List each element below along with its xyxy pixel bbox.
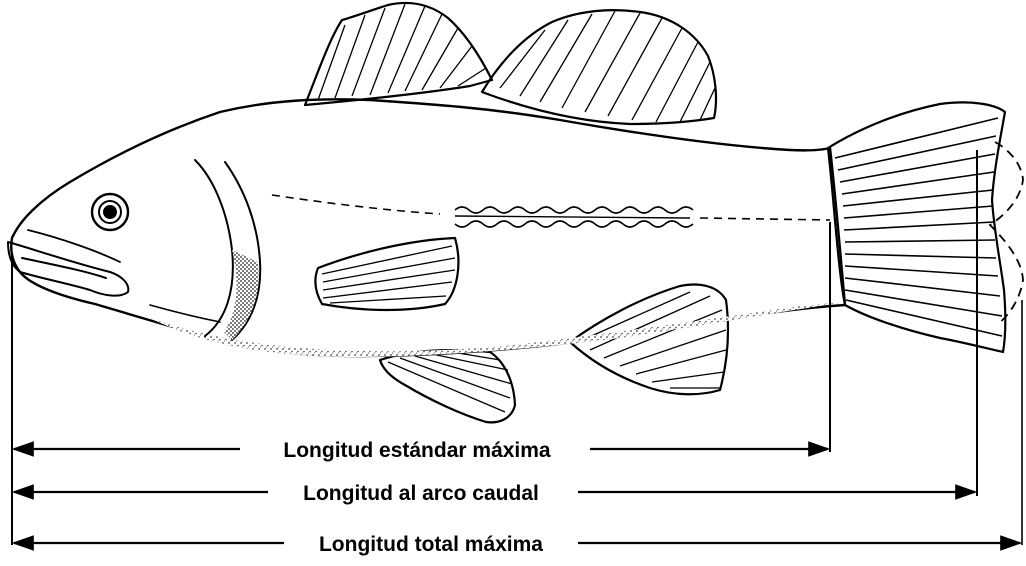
total-length-measure: Longitud total máxima (14, 533, 1020, 556)
standard-length-measure: Longitud estándar máxima (14, 439, 828, 462)
spiny-dorsal-fin (305, 3, 492, 105)
eye (92, 194, 128, 230)
pelvic-fin (380, 350, 515, 422)
mouth (8, 230, 128, 296)
soft-dorsal-fin (482, 10, 716, 124)
fork-length-label: Longitud al arco caudal (303, 482, 539, 505)
fish-body (11, 99, 845, 356)
total-length-label: Longitud total máxima (319, 533, 543, 556)
standard-length-label: Longitud estándar máxima (283, 439, 551, 462)
caudal-fin (828, 102, 1023, 352)
lateral-line (272, 195, 830, 227)
fish-illustration (8, 3, 1023, 422)
fork-length-measure: Longitud al arco caudal (14, 482, 975, 505)
belly-shading (150, 302, 845, 357)
gill-cover (150, 160, 260, 340)
pectoral-fin (315, 238, 458, 310)
